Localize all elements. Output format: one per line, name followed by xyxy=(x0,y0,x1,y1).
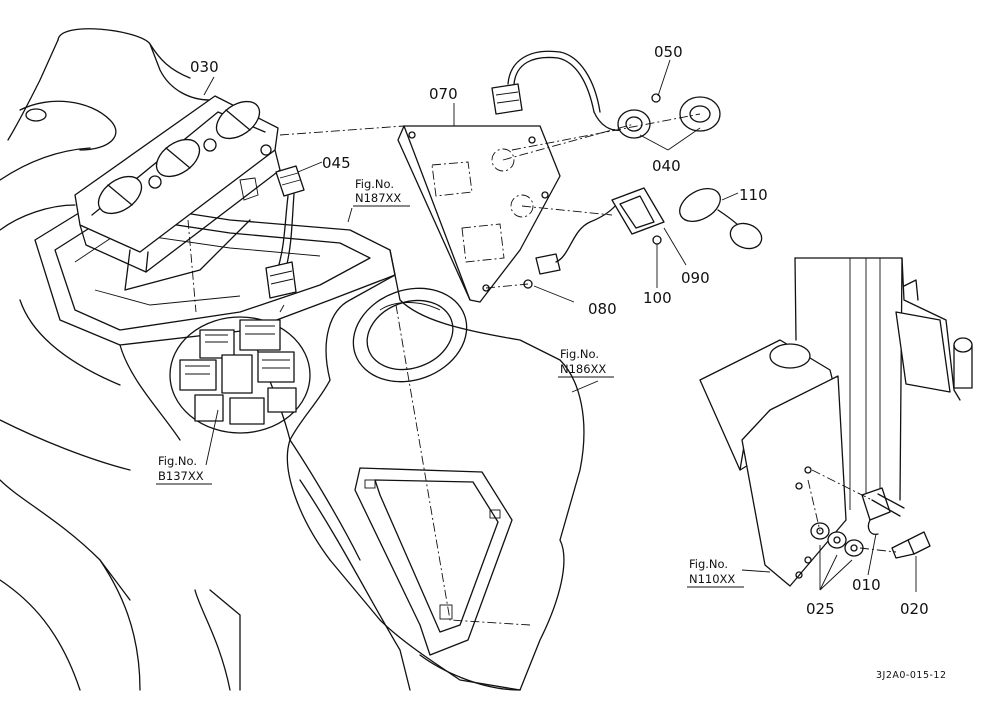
fuse-box-assembly xyxy=(169,316,311,434)
drawing-code: 3J2A0-015-12 xyxy=(876,670,947,681)
label-025: 025 xyxy=(806,600,835,618)
label-010: 010 xyxy=(852,576,881,594)
switch-panel-030 xyxy=(74,95,281,291)
fig-ref-n186-line2: N186XX xyxy=(560,362,606,376)
socket-cable-040 xyxy=(491,50,721,139)
label-110: 110 xyxy=(739,186,768,204)
label-080: 080 xyxy=(588,300,617,318)
label-100: 100 xyxy=(643,289,672,307)
label-070: 070 xyxy=(429,85,458,103)
connector-harness-045 xyxy=(265,165,305,299)
leader-lines xyxy=(187,59,917,626)
label-050: 050 xyxy=(654,43,683,61)
label-040: 040 xyxy=(652,157,681,175)
fig-ref-n186-line1: Fig.No. xyxy=(560,347,599,361)
part-labels: 030 045 070 050 040 110 090 100 080 010 … xyxy=(190,43,929,618)
label-030: 030 xyxy=(190,58,219,76)
plate-070 xyxy=(397,125,561,303)
fig-ref-b137-line1: Fig.No. xyxy=(158,454,197,468)
socket-cap-090-110 xyxy=(523,187,763,289)
fig-ref-n110-line2: N110XX xyxy=(689,572,735,586)
bracket-assembly xyxy=(699,257,973,587)
fig-ref-n187-line2: N187XX xyxy=(355,191,401,205)
figure-references: Fig.No. N187XX Fig.No. N186XX Fig.No. B1… xyxy=(156,177,744,588)
label-045: 045 xyxy=(322,154,351,172)
label-020: 020 xyxy=(900,600,929,618)
label-090: 090 xyxy=(681,269,710,287)
fig-ref-b137-line2: B137XX xyxy=(158,469,204,483)
fig-ref-n187-line1: Fig.No. xyxy=(355,177,394,191)
fig-ref-n110-line1: Fig.No. xyxy=(689,557,728,571)
